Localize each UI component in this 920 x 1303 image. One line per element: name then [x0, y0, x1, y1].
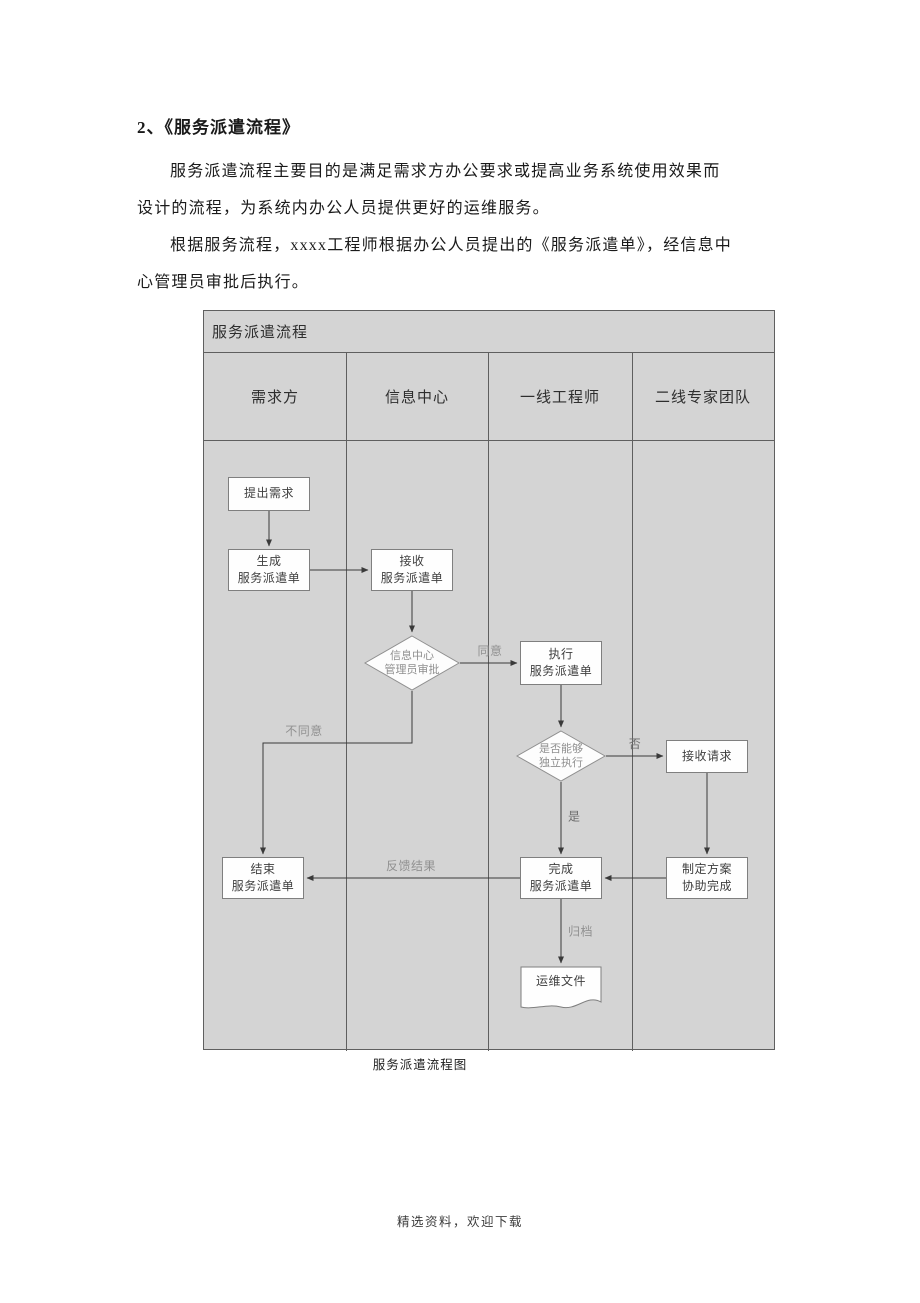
- flow-arrows: [260, 511, 710, 964]
- lane-header-second-line-experts: 二线专家团队: [632, 353, 774, 441]
- lane-divider: [488, 353, 489, 1051]
- flow-node-ops-file-label: 运维文件: [535, 974, 586, 988]
- edge-label-feedback: 反馈结果: [385, 859, 437, 873]
- edge-label-archive: 归档: [568, 924, 594, 939]
- paragraph-2-line-2: 心管理员审批后执行。: [137, 274, 310, 291]
- flow-node-receive-request: 接收请求: [666, 740, 748, 773]
- edge-label-disagree: 不同意: [285, 724, 323, 738]
- paragraph-2-line-1: 根据服务流程，xxxx工程师根据办公人员提出的《服务派遣单》，经信息中: [170, 237, 733, 254]
- lane-header-info-center: 信息中心: [346, 353, 488, 441]
- flowchart-title: 服务派遣流程: [204, 311, 774, 353]
- flow-decision-independent-label: 是否能够 独立执行: [539, 742, 583, 769]
- page-footer: 精选资料，欢迎下载: [396, 1215, 524, 1229]
- flow-decision-approval-label: 信息中心 管理员审批: [384, 649, 440, 676]
- lane-header-demander: 需求方: [204, 353, 346, 441]
- flow-node-execute-order: 执行 服务派遣单: [520, 641, 602, 685]
- flow-node-generate-order: 生成 服务派遣单: [228, 549, 310, 591]
- lane-divider: [632, 353, 633, 1051]
- lane-header-first-line-engineer: 一线工程师: [488, 353, 632, 441]
- edge-label-agree: 同意: [477, 644, 503, 658]
- section-heading: 2、《服务派遣流程》: [137, 118, 300, 137]
- flow-node-receive-order: 接收 服务派遣单: [371, 549, 453, 591]
- flow-node-end-order: 结束 服务派遣单: [222, 857, 304, 899]
- flow-node-raise-demand: 提出需求: [228, 477, 310, 511]
- diamond-shape: [516, 730, 606, 782]
- edge-label-yes: 是: [568, 809, 581, 824]
- flow-node-complete-order: 完成 服务派遣单: [520, 857, 602, 899]
- figure-caption: 服务派遣流程图: [372, 1058, 468, 1072]
- lane-divider: [346, 353, 347, 1051]
- flowchart: 服务派遣流程 需求方 信息中心 一线工程师 二线专家团队: [203, 310, 775, 1051]
- flow-node-make-plan: 制定方案 协助完成: [666, 857, 748, 899]
- flow-decision-approval: 信息中心 管理员审批: [364, 635, 460, 691]
- flow-node-ops-file: 运维文件: [520, 966, 602, 1014]
- paragraph-1-line-2: 设计的流程，为系统内办公人员提供更好的运维服务。: [137, 200, 550, 217]
- edge-label-no: 否: [628, 737, 642, 751]
- document-shape: [520, 966, 602, 1009]
- paragraph-1-line-1: 服务派遣流程主要目的是满足需求方办公要求或提高业务系统使用效果而: [170, 163, 721, 180]
- flow-decision-independent: 是否能够 独立执行: [516, 730, 606, 782]
- diamond-shape: [364, 635, 460, 691]
